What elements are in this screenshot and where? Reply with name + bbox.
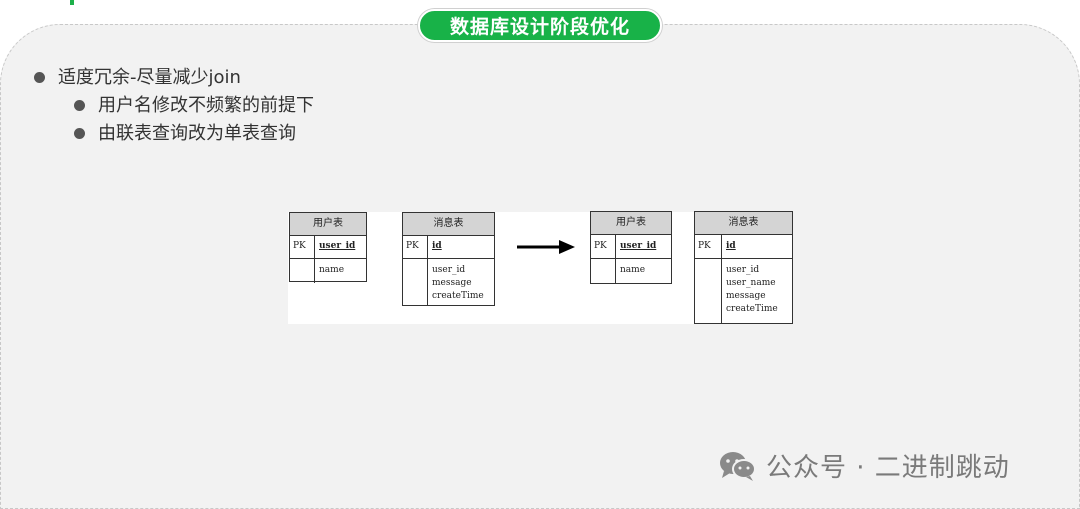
accent-tick	[70, 0, 74, 5]
bullet-item: 由联表查询改为单表查询	[98, 123, 296, 144]
after-message-table: 消息表 PK id user_id user_name message crea…	[694, 211, 793, 324]
field-row: name	[290, 259, 366, 283]
pk-field: user_id	[620, 241, 657, 251]
table-header: 消息表	[403, 213, 494, 236]
footer-text: 公众号 · 二进制跳动	[766, 453, 1010, 483]
pk-field: id	[726, 241, 736, 251]
field-row: user_id message createTime	[403, 259, 494, 306]
field-createtime: createTime	[726, 304, 778, 314]
arrow-right-icon	[517, 240, 575, 254]
bullet-item: 用户名修改不频繁的前提下	[98, 95, 314, 116]
field-name: name	[319, 265, 345, 275]
pk-field: user_id	[319, 241, 356, 251]
field-row: name	[591, 259, 671, 284]
pk-label: PK	[403, 236, 428, 258]
bullet-dot	[74, 128, 85, 139]
bullet-item: 适度冗余-尽量减少join	[58, 67, 241, 88]
field-row: user_id user_name message createTime	[695, 259, 792, 324]
field-createtime: createTime	[432, 291, 484, 301]
field-user-id: user_id	[726, 265, 760, 275]
table-header: 消息表	[695, 212, 792, 235]
section-title: 数据库设计阶段优化	[418, 9, 662, 42]
pk-row: PK user_id	[290, 236, 366, 259]
bullet-dot	[74, 100, 85, 111]
field-user-name: user_name	[726, 278, 776, 288]
field-message: message	[432, 278, 472, 288]
field-name: name	[620, 265, 646, 275]
before-message-table: 消息表 PK id user_id message createTime	[402, 212, 495, 306]
pk-row: PK id	[403, 236, 494, 259]
pk-field: id	[432, 241, 442, 251]
after-user-table: 用户表 PK user_id name	[590, 211, 672, 284]
pk-label: PK	[695, 235, 722, 258]
field-user-id: user_id	[432, 265, 466, 275]
pk-row: PK id	[695, 235, 792, 259]
footer-watermark: 公众号 · 二进制跳动	[718, 447, 1010, 484]
wechat-icon	[720, 451, 756, 481]
before-user-table: 用户表 PK user_id name	[289, 212, 367, 283]
pk-label: PK	[591, 235, 616, 258]
table-header: 用户表	[290, 213, 366, 236]
pk-label: PK	[290, 236, 315, 258]
table-header: 用户表	[591, 212, 671, 235]
bullet-dot	[34, 72, 45, 83]
field-message: message	[726, 291, 766, 301]
pk-row: PK user_id	[591, 235, 671, 259]
